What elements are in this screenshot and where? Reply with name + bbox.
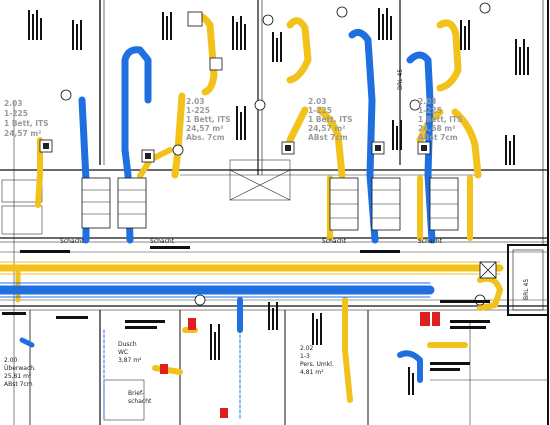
shaft-label: Schacht bbox=[150, 238, 175, 245]
room-label-r2: 2.03 1-225 1 Bett, ITS 24,57 m² Abs. 7cm bbox=[186, 97, 231, 142]
shaft-label: Schacht bbox=[418, 238, 443, 245]
svg-text:2.00: 2.00 bbox=[4, 357, 18, 364]
svg-text:3,87 m²: 3,87 m² bbox=[118, 357, 142, 364]
svg-text:Überwach.: Überwach. bbox=[4, 365, 36, 372]
svg-text:24,57 m²: 24,57 m² bbox=[308, 124, 345, 133]
side-label: BRL 45 bbox=[523, 279, 530, 300]
svg-text:1 Bett, ITS: 1 Bett, ITS bbox=[4, 119, 49, 128]
svg-text:1-3: 1-3 bbox=[300, 353, 310, 360]
svg-text:Abs. 7cm: Abs. 7cm bbox=[186, 133, 225, 142]
room-label-r3: 2.03 1-225 1 Bett, ITS 24,57 m² ABst 7cm bbox=[308, 97, 353, 142]
room-label-r4: 2.03 1-225 1 Bett, ITS 24,68 m² ABst 7cm bbox=[418, 97, 463, 142]
shaft-label: Schacht bbox=[60, 238, 85, 245]
fire-dampers bbox=[160, 312, 440, 418]
svg-text:2.03: 2.03 bbox=[418, 97, 437, 106]
svg-text:1-225: 1-225 bbox=[308, 106, 332, 115]
svg-text:2.03: 2.03 bbox=[4, 99, 23, 108]
room-label-r7: Dusch WC 3,87 m² bbox=[118, 341, 142, 364]
schacht-label: schacht bbox=[128, 398, 152, 405]
svg-text:1 Bett, ITS: 1 Bett, ITS bbox=[418, 115, 463, 124]
room-label-r6: 2.00 Überwach. 25,81 m² ABst 7cm bbox=[4, 357, 36, 388]
annotation-stacks bbox=[2, 8, 529, 395]
room-label-r5: 2.02 1-3 Pers. Umkl. 4,81 m² bbox=[300, 345, 334, 376]
svg-text:4,81 m²: 4,81 m² bbox=[300, 369, 324, 376]
svg-text:24,57 m²: 24,57 m² bbox=[186, 124, 223, 133]
svg-text:Pers. Umkl.: Pers. Umkl. bbox=[300, 361, 334, 368]
svg-text:Dusch: Dusch bbox=[118, 341, 137, 348]
room-label-r1: 2.03 1-225 1 Bett, ITS 24,57 m² bbox=[4, 99, 49, 138]
svg-text:2.02: 2.02 bbox=[300, 345, 314, 352]
svg-text:ABst 7cm: ABst 7cm bbox=[4, 381, 33, 388]
svg-text:24,57 m²: 24,57 m² bbox=[4, 129, 41, 138]
svg-text:2.03: 2.03 bbox=[308, 97, 327, 106]
svg-text:1-225: 1-225 bbox=[418, 106, 442, 115]
svg-text:1 Bett, ITS: 1 Bett, ITS bbox=[308, 115, 353, 124]
brief-label: Brief- bbox=[128, 390, 144, 397]
svg-text:24,68 m²: 24,68 m² bbox=[418, 124, 455, 133]
svg-text:1-225: 1-225 bbox=[186, 106, 210, 115]
mid-label: BRL 45 bbox=[397, 69, 404, 90]
shaft-label: Schacht bbox=[322, 238, 347, 245]
svg-text:2.03: 2.03 bbox=[186, 97, 205, 106]
vent-units bbox=[39, 2, 497, 306]
svg-text:ABst 7cm: ABst 7cm bbox=[308, 133, 348, 142]
svg-text:ABst 7cm: ABst 7cm bbox=[418, 133, 458, 142]
svg-text:WC: WC bbox=[118, 349, 128, 356]
svg-text:25,81 m²: 25,81 m² bbox=[4, 373, 32, 380]
svg-text:1-225: 1-225 bbox=[4, 109, 28, 118]
svg-text:1 Bett, ITS: 1 Bett, ITS bbox=[186, 115, 231, 124]
